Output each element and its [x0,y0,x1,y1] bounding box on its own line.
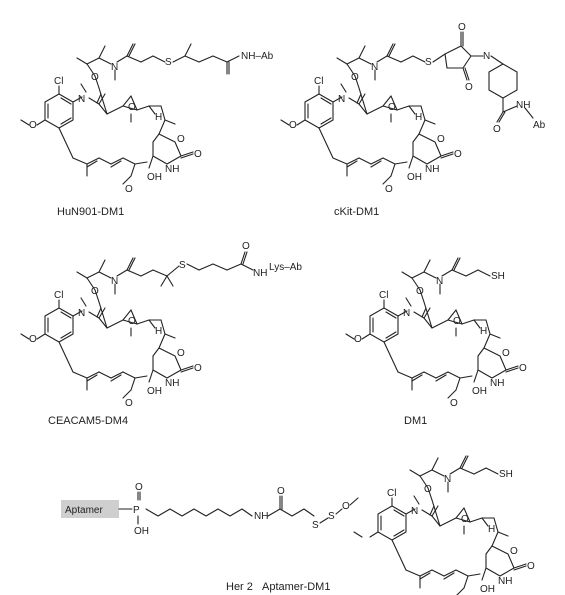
atom-aptamer: Aptamer [65,505,103,516]
atom-o: O [454,149,462,160]
atom-oh: OH [480,584,495,595]
structure-dm1: N SH O Cl N O O H O O NH OH O [345,257,527,409]
atom-n: N [78,94,85,105]
atom-o: O [424,484,432,495]
caption-dm1: DM1 [404,415,427,427]
atom-o: O [354,334,362,345]
caption-her2-aptamer-dm1: Aptamer-DM1 [262,581,330,593]
atom-h: H [480,326,487,337]
atom-n: N [78,308,85,319]
atom-o: O [342,501,350,512]
atom-h: H [415,112,422,123]
atom-o: O [453,316,461,327]
atom-oh: OH [472,386,487,397]
atom-o: O [510,546,518,557]
atom-o: O [125,184,133,195]
atom-nh: NH [498,576,512,587]
atom-oh: OH [147,172,162,183]
atom-o: O [465,82,473,93]
atom-oh: OH [407,172,422,183]
atom-h: H [155,112,162,123]
atom-h: H [488,524,495,535]
atom-o: O [125,398,133,409]
atom-cl: Cl [379,290,388,301]
atom-o: O [194,363,202,374]
atom-n: N [411,506,418,517]
atom-o: O [277,486,285,497]
atom-nh: NH [490,378,504,389]
atom-o: O [450,398,458,409]
atom-o: O [194,149,202,160]
atom-o: O [388,102,396,113]
atom-n: N [371,62,378,73]
atom-s: S [165,57,172,68]
atom-o: O [351,72,359,83]
atom-o: O [128,102,136,113]
atom-o: O [437,134,445,145]
structure-ceacam5-dm4: N S O NH Lys–Ab O Cl N O O H O O NH OH O [20,241,302,409]
atom-nh: NH [165,164,179,175]
atom-nh: NH [425,164,439,175]
structure-huN901-dm1: N S NH–Ab O Cl N O O H O O NH OH O [20,43,274,195]
atom-ab: Ab [533,120,546,131]
atom-o: O [493,124,501,135]
atom-n: N [338,94,345,105]
atom-o: O [135,482,143,493]
atom-n: N [111,276,118,287]
atom-o: O [128,316,136,327]
atom-nh: NH [254,511,268,522]
structure-ckit-dm1: N S O O N O NH Ab O Cl N O O H O O NH OH… [280,22,546,195]
atom-s: S [312,520,319,531]
atom-sh: SH [491,271,505,282]
atom-o: O [177,134,185,145]
atom-cl: Cl [387,488,396,499]
caption-ckit-dm1: cKit-DM1 [334,206,379,218]
atom-o: O [289,120,297,131]
atom-o: O [527,561,535,572]
atom-cl: Cl [54,290,63,301]
atom-o: O [519,363,527,374]
caption-huN901-dm1: HuN901-DM1 [57,206,124,218]
atom-oh: OH [147,386,162,397]
atom-nh: NH [516,100,530,111]
atom-o: O [461,514,469,525]
atom-o: O [502,348,510,359]
atom-o: O [91,72,99,83]
atom-o: O [242,241,250,252]
atom-nh: NH [253,268,267,279]
atom-h: H [155,326,162,337]
atom-nh: NH [165,378,179,389]
atom-n: N [111,62,118,73]
atom-o: O [385,184,393,195]
atom-n: N [403,308,410,319]
atom-s: S [425,57,432,68]
atom-o: O [458,22,466,33]
atom-o: O [177,348,185,359]
atom-s: S [179,260,186,271]
caption-ceacam5-dm4: CEACAM5-DM4 [48,415,128,427]
atom-nh-ab: NH–Ab [241,51,274,62]
atom-o: O [29,334,37,345]
caption-her2-prefix: Her 2 [226,581,253,593]
atom-sh: SH [499,469,513,480]
atom-oh: OH [134,526,149,537]
atom-p: P [133,505,140,516]
atom-cl: Cl [54,76,63,87]
atom-s: S [328,511,335,522]
structure-her2-aptamer-dm1: Aptamer P O OH NH O S S O [61,455,535,595]
atom-o: O [91,286,99,297]
aptamer-box [61,500,119,518]
atom-o: O [29,120,37,131]
atom-cl: Cl [314,76,323,87]
atom-n: N [436,276,443,287]
atom-lys-ab: Lys–Ab [269,262,302,273]
atom-n: N [483,51,490,62]
atom-o: O [416,286,424,297]
atom-n: N [444,474,451,485]
